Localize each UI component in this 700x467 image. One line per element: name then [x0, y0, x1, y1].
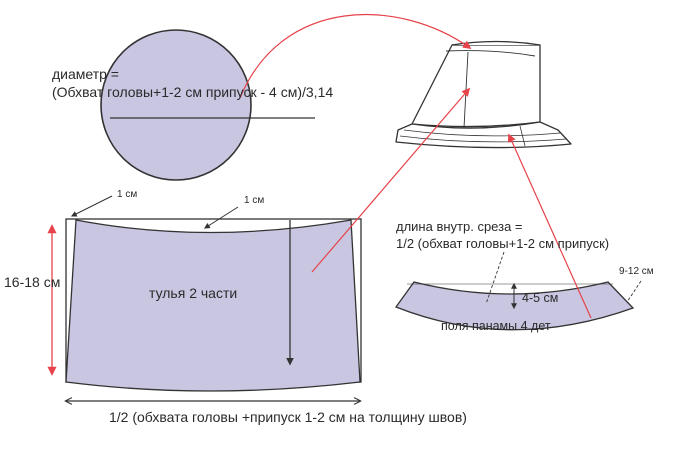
inner-edge-pointer	[485, 251, 505, 305]
crown-to-hat-arrow	[311, 87, 471, 273]
brim-depth-label: 4-5 см	[522, 291, 559, 305]
one-cm-top-arrow	[203, 206, 239, 229]
brim-to-hat-arrow	[507, 133, 592, 319]
brim-outer-label: 9-12 см	[619, 266, 654, 277]
diameter-label-line2: (Обхват головы+1-2 см припуск - 4 см)/3,…	[52, 84, 334, 100]
one-cm-left-label: 1 см	[117, 189, 138, 200]
brim-outer-arrow	[626, 280, 642, 303]
one-cm-left-arrow	[70, 195, 113, 217]
circle-to-hat-arrow	[239, 14, 472, 99]
diameter-label-line1: диаметр =	[52, 66, 119, 82]
brim-label: поля панамы 4 дет	[441, 319, 551, 333]
one-cm-top-label: 1 см	[244, 195, 265, 206]
crown-label: тулья 2 части	[149, 285, 238, 301]
crown-top-circle	[100, 29, 252, 181]
width-label: 1/2 (обхвата головы +припуск 1-2 см на т…	[109, 409, 467, 425]
crown-side-piece	[65, 219, 361, 392]
inner-edge-label-line1: длина внутр. среза =	[396, 219, 523, 234]
height-label: 16-18 см	[4, 274, 61, 290]
bucket-hat-icon	[395, 40, 572, 149]
inner-edge-label-line2: 1/2 (обхват головы+1-2 см припуск)	[396, 236, 610, 251]
